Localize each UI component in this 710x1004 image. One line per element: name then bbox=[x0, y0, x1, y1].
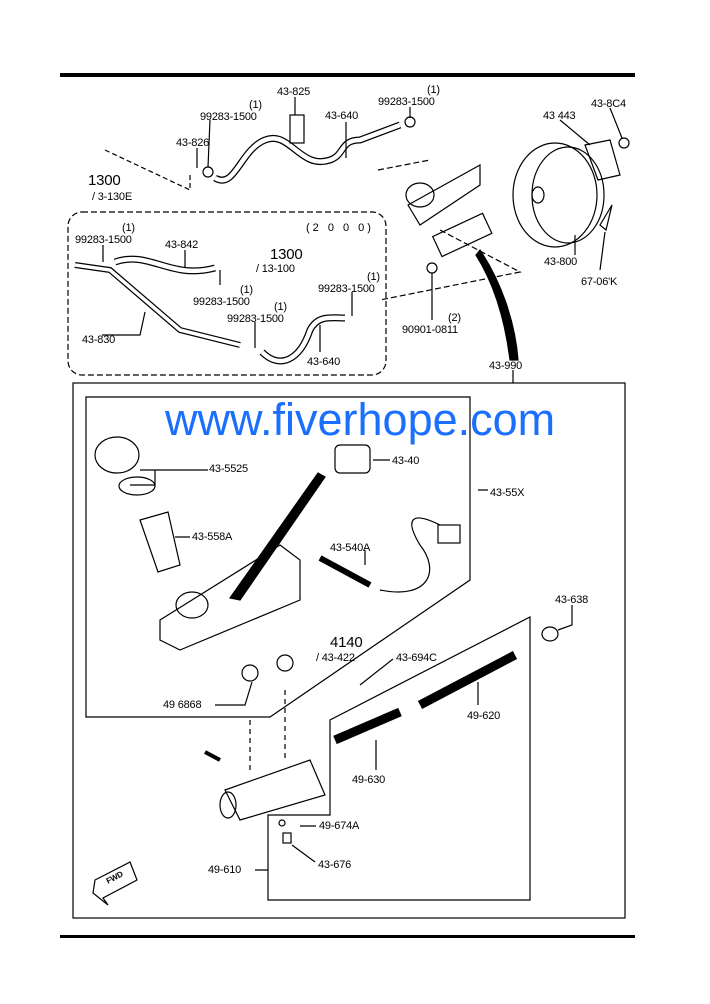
master-cylinder-49-610 bbox=[224, 759, 326, 821]
sensor-43-540a bbox=[318, 555, 372, 588]
qty-label: (1) bbox=[240, 284, 253, 296]
part-label: 43-638 bbox=[555, 594, 589, 606]
reference-1300: 1300 bbox=[88, 172, 121, 189]
part-label: 43-830 bbox=[82, 334, 116, 346]
part-label: 67-06'K bbox=[581, 276, 618, 288]
fwd-arrow-icon bbox=[92, 861, 138, 906]
part-label: 43-842 bbox=[165, 239, 199, 251]
part-label: 43-826 bbox=[176, 137, 210, 149]
grommet-49-6868 bbox=[241, 664, 259, 682]
part-label: 43-640 bbox=[307, 356, 341, 368]
reference-4140: 4140 bbox=[330, 634, 363, 651]
part-label: 43-990 bbox=[489, 360, 523, 372]
assembly-box bbox=[72, 382, 626, 919]
part-label: 49-620 bbox=[467, 710, 501, 722]
reference-sub: / 43-422 bbox=[316, 652, 355, 664]
part-label: 43-55X bbox=[490, 487, 525, 499]
part-label: 43-694C bbox=[396, 652, 437, 664]
part-label: 43-540A bbox=[330, 542, 371, 554]
sensor-wire bbox=[379, 517, 441, 593]
part-label: 43-5525 bbox=[209, 463, 248, 475]
piston-49-620 bbox=[417, 651, 518, 709]
part-label: 99283-1500 bbox=[200, 111, 257, 123]
part-label: 90901-0811 bbox=[402, 324, 458, 336]
piston-49-630 bbox=[333, 707, 402, 745]
part-label: 43-8C4 bbox=[591, 98, 626, 110]
watermark: www.fiverhope.com bbox=[165, 394, 556, 445]
qty-label: (1) bbox=[427, 84, 440, 96]
part-label: 43-40 bbox=[392, 455, 420, 467]
part-label: 49-610 bbox=[208, 864, 242, 876]
ring-43-638 bbox=[541, 626, 559, 642]
gasket-43-443 bbox=[584, 139, 621, 181]
nut-90901-0811 bbox=[426, 262, 438, 274]
variant-label: (2 0 0 0) bbox=[306, 222, 374, 234]
clip-43-825 bbox=[289, 114, 305, 144]
part-label: 43-800 bbox=[544, 256, 578, 268]
brake-booster-43-800 bbox=[512, 142, 598, 248]
reservoir-subbox bbox=[85, 396, 471, 718]
part-label: 43 443 bbox=[543, 110, 576, 122]
part-label: 49 6868 bbox=[163, 699, 202, 711]
part-label: 49-674A bbox=[319, 820, 360, 832]
part-label: 43-825 bbox=[277, 86, 311, 98]
qty-label: (1) bbox=[122, 222, 135, 234]
reference-sub: / 3-130E bbox=[92, 191, 132, 203]
part-label: 99283-1500 bbox=[378, 96, 435, 108]
qty-label: (1) bbox=[249, 99, 262, 111]
reservoir-cap bbox=[405, 182, 435, 208]
nut-43-8c4 bbox=[618, 137, 630, 149]
part-label: 99283-1500 bbox=[318, 283, 375, 295]
part-label: 43-676 bbox=[318, 859, 352, 871]
clamp bbox=[404, 116, 416, 128]
clamp bbox=[202, 166, 214, 178]
grommet-43-40 bbox=[334, 444, 371, 474]
part-label: 43-558A bbox=[192, 531, 233, 543]
reference-1300: 1300 bbox=[270, 246, 303, 263]
strainer-43-558a bbox=[139, 511, 181, 573]
qty-label: (1) bbox=[367, 271, 380, 283]
top-rule bbox=[60, 73, 635, 77]
qty-label: (1) bbox=[274, 301, 287, 313]
reservoir bbox=[159, 544, 301, 651]
qty-label: (2) bbox=[448, 312, 461, 324]
piston-subbox bbox=[267, 616, 531, 901]
reference-sub: / 13-100 bbox=[256, 263, 295, 275]
part-label: 99283-1500 bbox=[227, 313, 284, 325]
part-label: 99283-1500 bbox=[75, 234, 132, 246]
callout-arrow bbox=[475, 248, 519, 361]
part-label: 99283-1500 bbox=[193, 296, 250, 308]
part-label: 49-630 bbox=[352, 774, 386, 786]
variant-2000-box bbox=[67, 211, 387, 376]
cap-43-5525 bbox=[94, 436, 140, 474]
part-label: 43-640 bbox=[325, 110, 359, 122]
bottom-rule bbox=[60, 935, 635, 938]
